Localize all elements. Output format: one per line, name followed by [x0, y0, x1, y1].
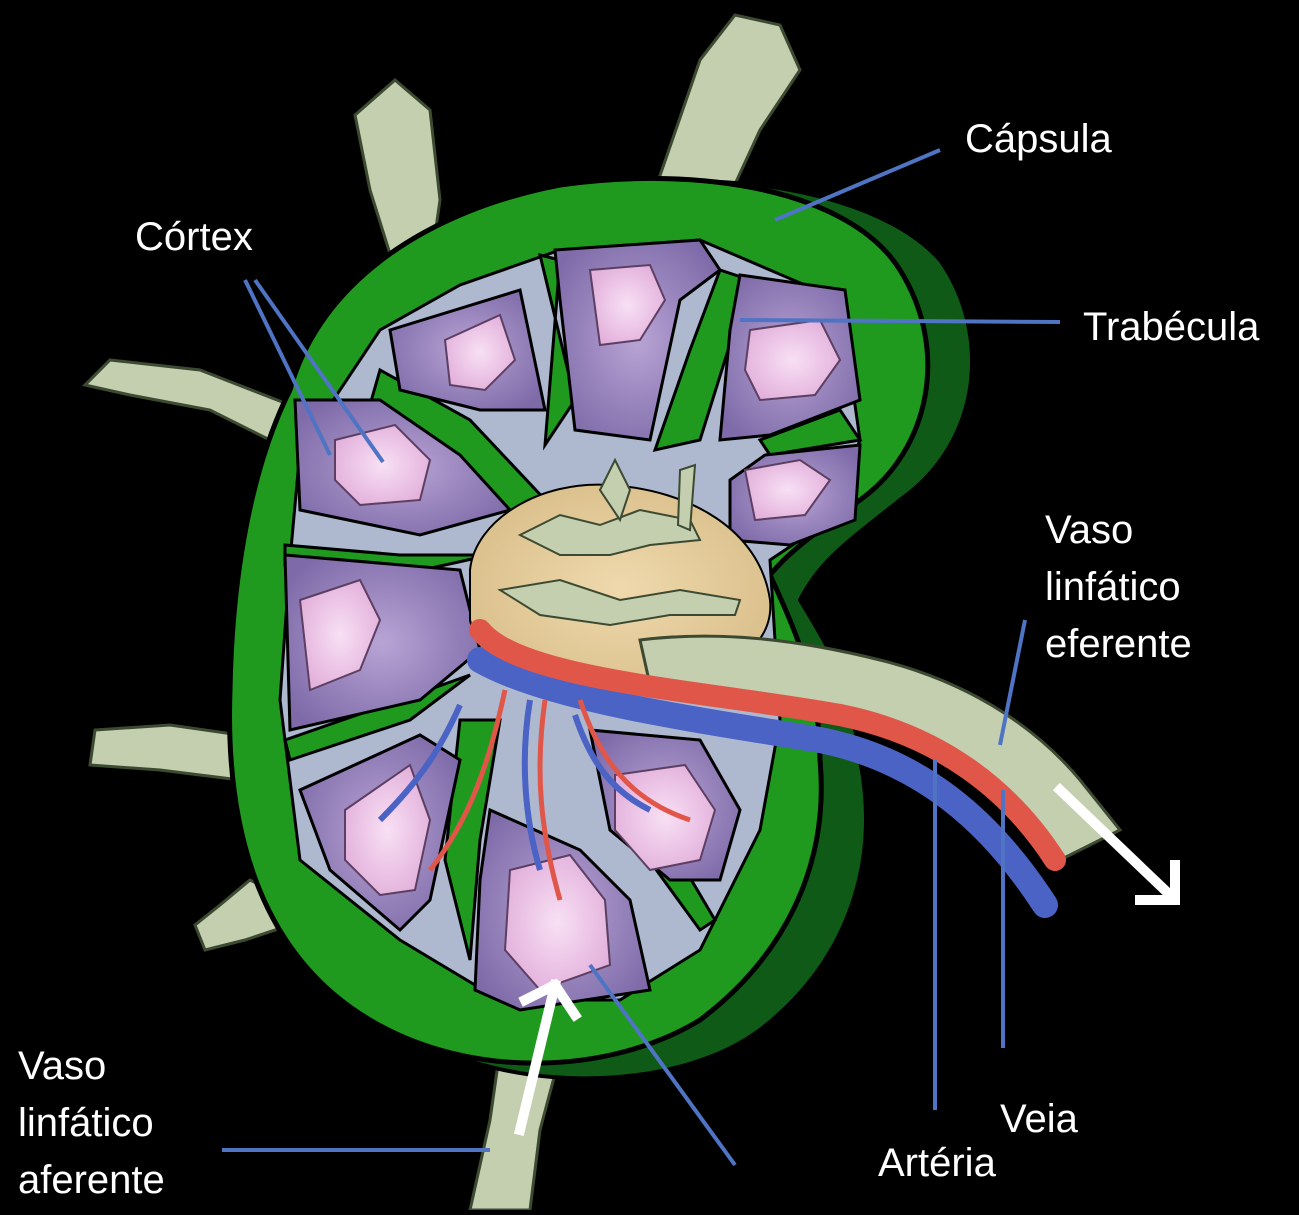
afferent-vessel-left [85, 360, 290, 445]
leader-trabecula [740, 320, 1060, 322]
afferent-vessel-lower-left [90, 725, 240, 780]
label-trabecula: Trabécula [1083, 304, 1259, 350]
label-vaso-linfatico-aferente: Vaso linfático aferente [18, 1038, 165, 1209]
label-cortex: Córtex [135, 214, 253, 260]
label-vaso-linfatico-eferente: Vaso linfático eferente [1045, 502, 1192, 673]
label-veia: Veia [1000, 1096, 1078, 1142]
afferent-vessel-top [655, 15, 800, 195]
label-capsula: Cápsula [965, 116, 1112, 162]
label-arteria: Artéria [878, 1140, 996, 1186]
